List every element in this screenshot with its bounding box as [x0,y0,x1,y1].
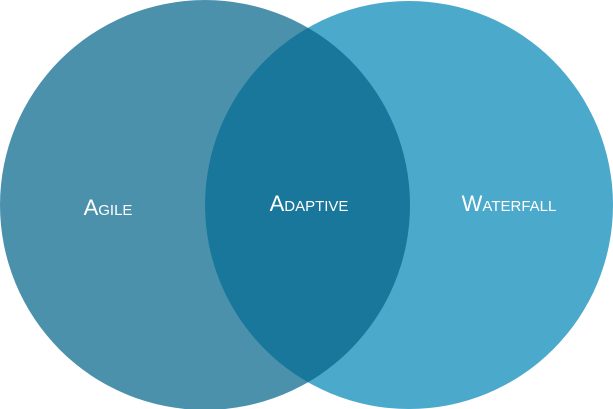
label-waterfall: Waterfall [461,191,557,216]
label-agile: Agile [83,195,133,220]
label-adaptive: Adaptive [269,191,349,216]
overlap-adaptive [205,1,410,409]
